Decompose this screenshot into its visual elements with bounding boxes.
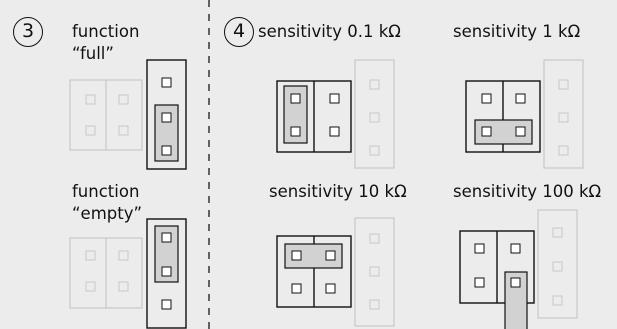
jumper-10k xyxy=(276,217,395,327)
jumper-0-1k xyxy=(276,59,395,169)
jumper-cap xyxy=(154,104,179,162)
jumper-empty xyxy=(69,218,187,329)
step-3-badge: 3 xyxy=(13,17,43,47)
jumper-1k xyxy=(465,59,584,169)
pin-header xyxy=(146,59,187,170)
label-sensitivity-1k: sensitivity 1 kΩ xyxy=(453,22,581,41)
label-empty-line2: “empty” xyxy=(72,204,143,223)
label-full-line2: “full” xyxy=(72,44,114,63)
step-4-badge: 4 xyxy=(224,17,254,47)
jumper-100k xyxy=(459,209,578,329)
jumper-cap xyxy=(154,225,179,283)
jumper-full xyxy=(69,59,187,170)
label-empty-line1: function xyxy=(72,182,140,201)
label-sensitivity-0-1k: sensitivity 0.1 kΩ xyxy=(258,22,401,41)
label-sensitivity-100k: sensitivity 100 kΩ xyxy=(453,182,602,201)
label-full-line1: function xyxy=(72,22,140,41)
label-sensitivity-10k: sensitivity 10 kΩ xyxy=(269,182,407,201)
